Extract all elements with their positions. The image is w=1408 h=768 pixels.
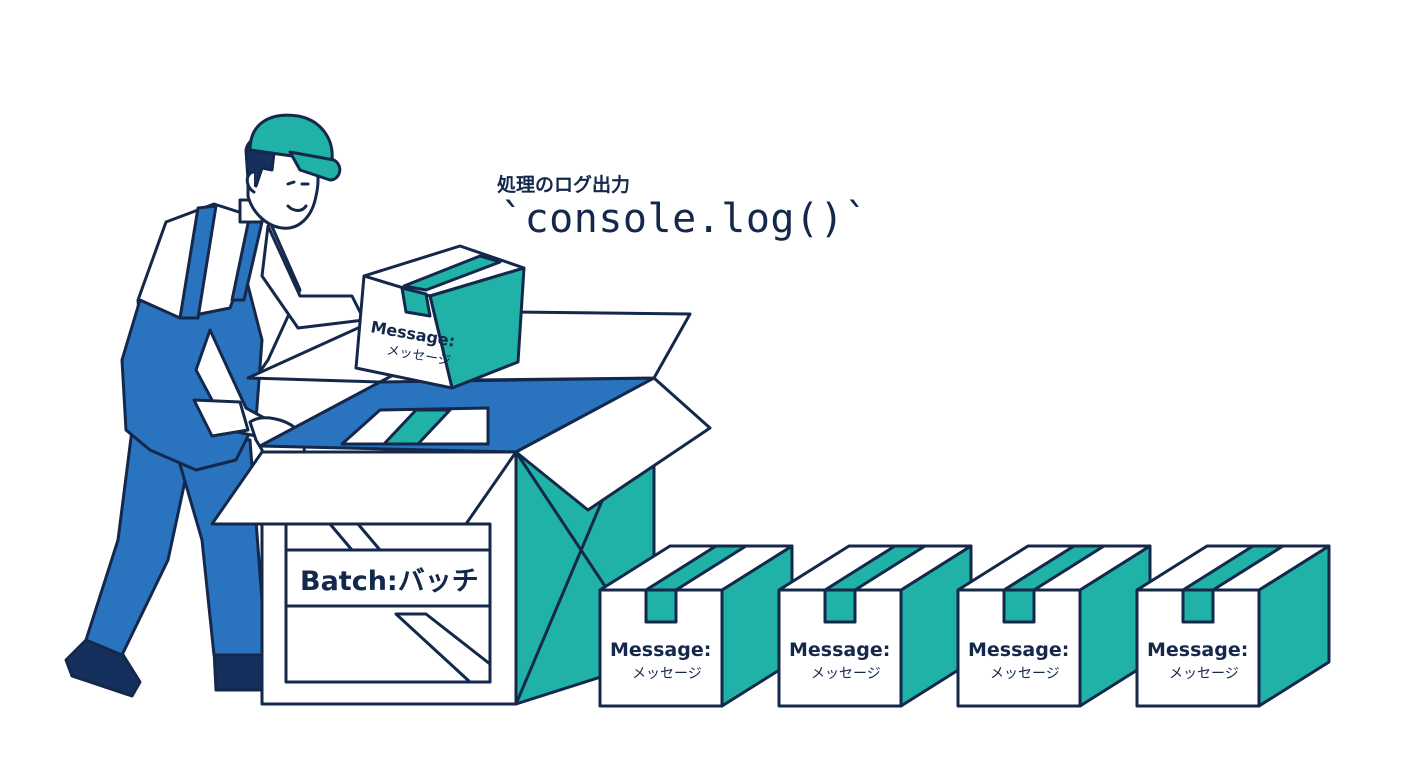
message-box: Message: メッセージ	[1135, 544, 1331, 708]
message-box-label-line1: Message:	[789, 639, 890, 661]
batch-box-front-flap	[210, 450, 518, 526]
message-box: Message: メッセージ	[598, 544, 794, 708]
worker-strap-left	[178, 204, 218, 320]
worker-cap	[248, 113, 334, 162]
message-box-label-line2: メッセージ	[1169, 666, 1239, 682]
message-box-tape-front	[1181, 588, 1215, 624]
message-box-label-line2: メッセージ	[811, 666, 881, 682]
message-box: Message: メッセージ	[777, 544, 973, 708]
inner-box-tape	[382, 408, 452, 446]
message-box-label-line1: Message:	[1147, 639, 1248, 661]
worker-ear	[245, 170, 256, 194]
worker-sleeve	[192, 398, 250, 438]
message-box-label-line2: メッセージ	[990, 666, 1060, 682]
batch-box-label: Batch:バッチ	[300, 566, 479, 597]
message-box-tape-front	[823, 588, 857, 624]
message-box-tape-front	[644, 588, 678, 624]
log-caption: 処理のログ出力	[497, 174, 631, 196]
console-log-code: `console.log()`	[500, 196, 869, 242]
batch-box-label-band	[284, 548, 492, 608]
message-box-label-line1: Message:	[968, 639, 1069, 661]
batch-box-right-flap	[514, 376, 712, 512]
message-box-front	[598, 588, 724, 708]
held-message-box: Message: メッセージ	[354, 244, 526, 390]
held-box-tape-top	[402, 254, 502, 292]
message-box-label-line1: Message:	[610, 639, 711, 661]
held-box-tape-front	[400, 286, 432, 318]
message-box-row: Message:メッセージMessage:メッセージMessage:メッセージM…	[598, 544, 1331, 708]
batch-box-brace	[394, 612, 492, 684]
message-box-front	[777, 588, 903, 708]
message-box-front	[956, 588, 1082, 708]
worker-cap-brim	[288, 150, 342, 182]
message-box-label-line2: メッセージ	[632, 666, 702, 682]
worker-smile	[286, 204, 308, 212]
message-box-tape-front	[1002, 588, 1036, 624]
worker-eye	[286, 180, 296, 186]
message-box: Message: メッセージ	[956, 544, 1152, 708]
message-box-front	[1135, 588, 1261, 708]
